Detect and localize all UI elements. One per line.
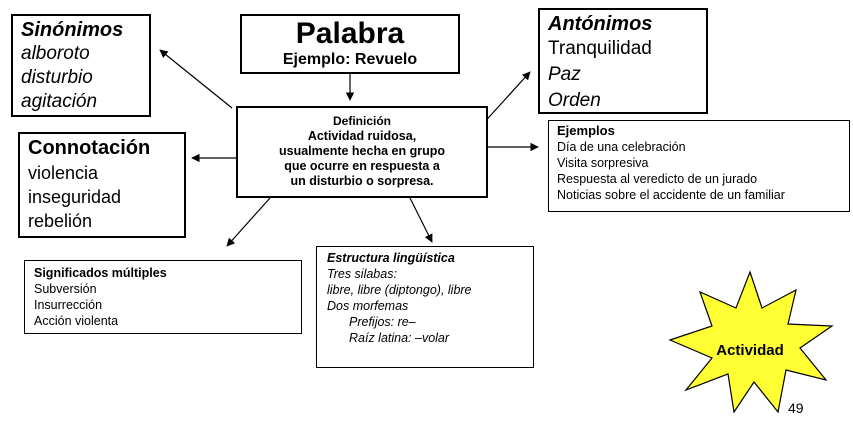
estructura-line: Prefijos: re– xyxy=(349,315,416,329)
connotacion-box: Connotación violencia inseguridad rebeli… xyxy=(18,132,186,238)
estructura-line: libre, libre (diptongo), libre xyxy=(327,283,472,297)
definicion-line: un disturbio o sorpresa. xyxy=(290,174,434,188)
significados-item: Subversión xyxy=(34,282,97,296)
palabra-example: Ejemplo: Revuelo xyxy=(282,51,418,68)
definicion-line: usualmente hecha en grupo xyxy=(278,144,445,158)
palabra-box: Palabra Ejemplo: Revuelo xyxy=(240,14,460,74)
definicion-title: Definición xyxy=(332,114,391,128)
definicion-box: Definición Actividad ruidosa, usualmente… xyxy=(236,106,488,198)
significados-box: Significados múltiples Subversión Insurr… xyxy=(24,260,302,334)
antonimos-box: Antónimos Tranquilidad Paz Orden xyxy=(538,8,708,114)
antonimos-item: Orden xyxy=(548,90,601,111)
ejemplos-item: Día de una celebración xyxy=(557,140,686,154)
estructura-box: Estructura lingüística Tres silabas: lib… xyxy=(316,246,534,368)
sinonimos-item: agitación xyxy=(21,91,98,112)
significados-item: Acción violenta xyxy=(34,314,119,328)
sinonimos-box: Sinónimos alboroto disturbio agitación xyxy=(11,14,151,117)
connotacion-title: Connotación xyxy=(28,137,151,159)
connotacion-item: violencia xyxy=(28,163,99,183)
ejemplos-box: Ejemplos Día de una celebración Visita s… xyxy=(548,120,850,212)
estructura-line: Tres silabas: xyxy=(327,267,397,281)
antonimos-title: Antónimos xyxy=(548,13,653,35)
estructura-title: Estructura lingüística xyxy=(327,251,455,265)
estructura-line: Raíz latina: –volar xyxy=(349,331,450,345)
estructura-line: Dos morfemas xyxy=(327,299,409,313)
antonimos-item: Tranquilidad xyxy=(548,38,652,59)
antonimos-item: Paz xyxy=(548,64,581,85)
arrow-to-significados xyxy=(226,197,271,247)
page-number: 49 xyxy=(788,400,804,416)
actividad-label[interactable]: Actividad xyxy=(716,342,784,359)
ejemplos-title: Ejemplos xyxy=(557,123,615,138)
ejemplos-item: Respuesta al veredicto de un jurado xyxy=(557,172,758,186)
ejemplos-item: Visita sorpresiva xyxy=(557,156,649,170)
actividad-starburst[interactable]: Actividad xyxy=(650,262,850,422)
sinonimos-title: Sinónimos xyxy=(21,19,124,41)
definicion-line: Actividad ruidosa, xyxy=(307,129,417,143)
starburst-shape xyxy=(668,270,834,414)
arrow-to-estructura xyxy=(409,197,433,243)
significados-title: Significados múltiples xyxy=(34,266,167,280)
sinonimos-item: disturbio xyxy=(21,67,93,88)
connotacion-item: rebelión xyxy=(28,211,93,231)
connotacion-item: inseguridad xyxy=(28,187,122,207)
palabra-title: Palabra xyxy=(295,17,405,50)
arrow-to-antonimos xyxy=(479,71,531,128)
ejemplos-item: Noticias sobre el accidente de un famili… xyxy=(557,188,785,202)
sinonimos-item: alboroto xyxy=(21,43,90,64)
definicion-line: que ocurre en respuesta a xyxy=(284,159,440,173)
arrow-to-sinonimos xyxy=(159,49,233,109)
significados-item: Insurrección xyxy=(34,298,103,312)
